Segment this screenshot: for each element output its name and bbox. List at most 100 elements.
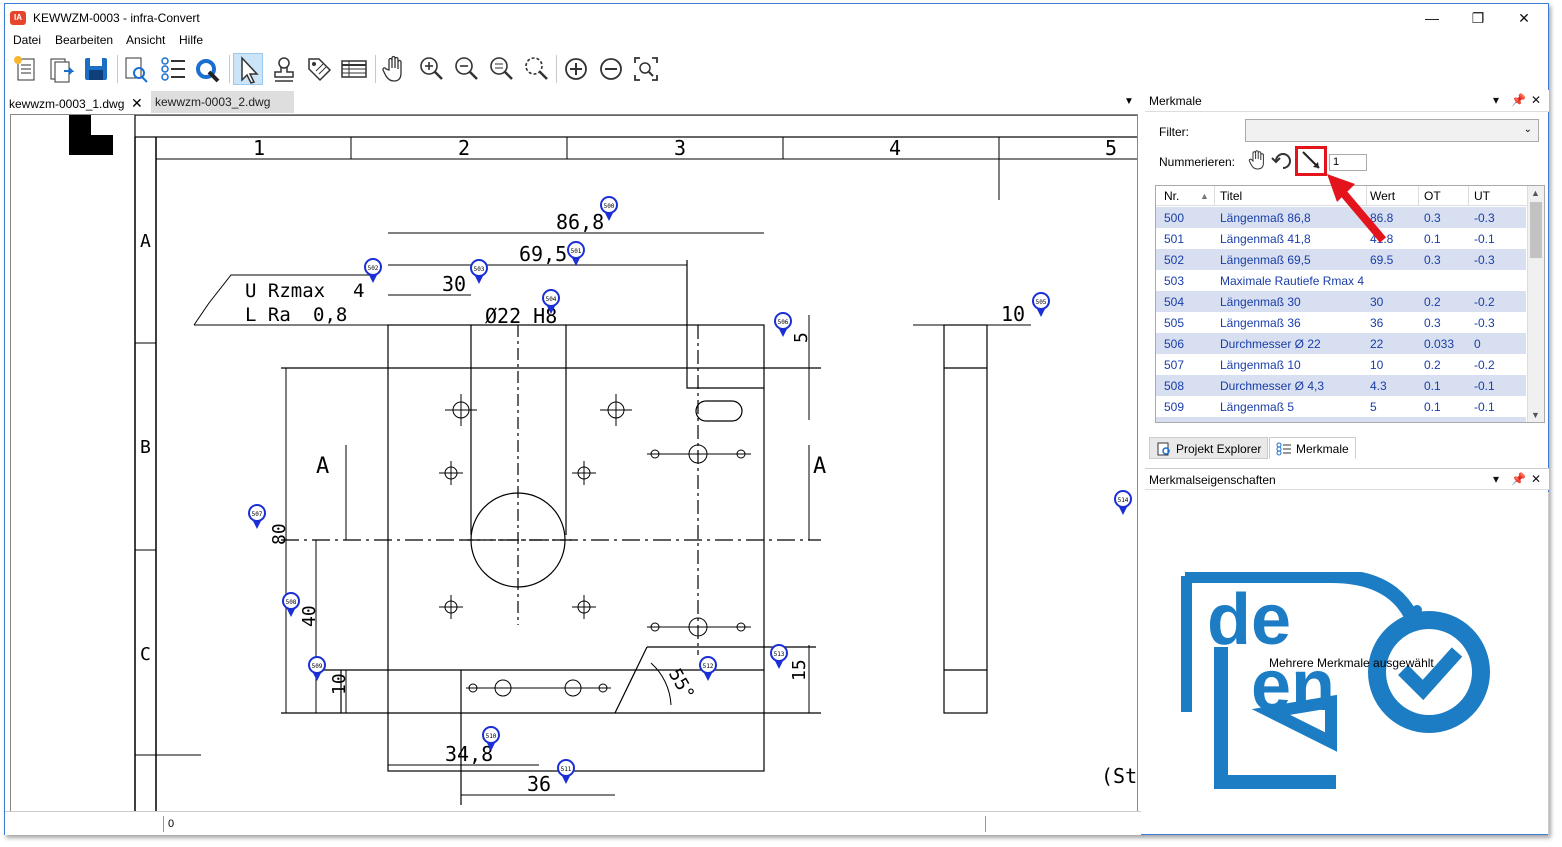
minimize-button[interactable]: — bbox=[1425, 10, 1439, 26]
zoom-extents-icon[interactable] bbox=[631, 53, 661, 85]
hand-pick-icon[interactable] bbox=[1245, 148, 1269, 172]
balloon-label: 512 bbox=[703, 663, 714, 670]
drawing-canvas[interactable]: 1 2 3 4 5 A B C bbox=[10, 114, 1138, 812]
maximize-button[interactable]: ❐ bbox=[1471, 10, 1485, 26]
row-label: A bbox=[140, 231, 151, 252]
tab-projekt-explorer[interactable]: Projekt Explorer bbox=[1149, 437, 1269, 459]
balloon-marker[interactable]: 506 bbox=[774, 312, 792, 337]
numbering-start-input[interactable]: 1 bbox=[1329, 154, 1367, 171]
cell-ot: 0.2 bbox=[1424, 421, 1441, 422]
zoom-fit-icon[interactable] bbox=[486, 53, 516, 85]
numbered-list-icon[interactable] bbox=[158, 53, 188, 85]
balloon-marker[interactable]: 503 bbox=[470, 259, 488, 284]
panel-close-icon[interactable]: ✕ bbox=[1531, 472, 1542, 486]
close-button[interactable]: ✕ bbox=[1518, 10, 1530, 26]
open-import-icon[interactable] bbox=[47, 53, 77, 85]
dimension-label: 36 bbox=[527, 772, 551, 796]
rotate-icon[interactable] bbox=[1271, 148, 1295, 172]
cell-ut: -0.2 bbox=[1474, 421, 1495, 422]
balloon-marker[interactable]: 500 bbox=[600, 196, 618, 221]
balloon-marker[interactable]: 502 bbox=[364, 258, 382, 283]
minus-circle-icon[interactable] bbox=[596, 53, 626, 85]
dimension-label: 10 bbox=[1001, 302, 1025, 326]
table-scrollbar[interactable]: ▲ ▼ bbox=[1527, 186, 1544, 422]
panel-dropdown-icon[interactable]: ▾ bbox=[1493, 93, 1500, 107]
tools-settings-icon[interactable] bbox=[193, 53, 223, 85]
close-tab-icon[interactable]: ✕ bbox=[131, 95, 143, 111]
column-header-nr[interactable]: Nr. bbox=[1164, 189, 1180, 203]
scroll-up-icon[interactable]: ▲ bbox=[1531, 188, 1540, 198]
cell-ut: -0.3 bbox=[1474, 253, 1495, 267]
balloon-marker[interactable]: 513 bbox=[770, 644, 788, 669]
filter-select[interactable]: ⌄ bbox=[1245, 119, 1539, 142]
panel-title: Merkmalseigenschaften bbox=[1149, 473, 1276, 487]
roughness-label: L Ra bbox=[245, 304, 291, 326]
column-label: 2 bbox=[458, 136, 470, 160]
inspect-document-icon[interactable] bbox=[121, 53, 151, 85]
balloon-label: 507 bbox=[252, 511, 263, 518]
balloon-marker[interactable]: 511 bbox=[557, 759, 575, 784]
app-window: IA KEWWZM-0003 - infra-Convert — ❐ ✕ Dat… bbox=[4, 3, 1549, 838]
zoom-out-icon[interactable] bbox=[451, 53, 481, 85]
balloon-marker[interactable]: 507 bbox=[248, 504, 266, 529]
menu-ansicht[interactable]: Ansicht bbox=[126, 33, 166, 47]
balloon-marker[interactable]: 505 bbox=[1032, 292, 1050, 317]
new-file-icon[interactable] bbox=[11, 53, 41, 85]
panel-close-icon[interactable]: ✕ bbox=[1531, 93, 1542, 107]
column-header-titel[interactable]: Titel bbox=[1220, 189, 1243, 203]
scroll-thumb[interactable] bbox=[1530, 202, 1542, 258]
balloon-marker[interactable]: 512 bbox=[699, 656, 717, 681]
scroll-down-icon[interactable]: ▼ bbox=[1531, 410, 1540, 420]
pin-icon[interactable]: 📌 bbox=[1511, 472, 1526, 486]
zoom-in-icon[interactable] bbox=[416, 53, 446, 85]
cell-ot: 0.1 bbox=[1424, 379, 1441, 393]
cell-ut: -0.2 bbox=[1474, 358, 1495, 372]
balloon-marker[interactable]: 508 bbox=[282, 592, 300, 617]
table-icon[interactable] bbox=[339, 53, 369, 85]
logo-text-bottom: en bbox=[1251, 646, 1335, 726]
pan-hand-icon[interactable] bbox=[380, 53, 410, 85]
tab-kewwzm-0003-2[interactable]: kewwzm-0003_2.dwg bbox=[151, 91, 294, 113]
stamp-icon[interactable] bbox=[269, 53, 299, 85]
balloon-marker[interactable]: 514 bbox=[1114, 490, 1132, 515]
column-label: 4 bbox=[889, 136, 901, 160]
zoom-window-icon[interactable] bbox=[521, 53, 551, 85]
column-header-ot[interactable]: OT bbox=[1424, 189, 1441, 203]
menu-datei[interactable]: Datei bbox=[13, 33, 42, 47]
pin-icon[interactable]: 📌 bbox=[1511, 93, 1526, 107]
cell-ut: -0.2 bbox=[1474, 295, 1495, 309]
balloon-marker[interactable]: 509 bbox=[308, 656, 326, 681]
balloon-marker[interactable]: 504 bbox=[542, 289, 560, 314]
tab-merkmale[interactable]: Merkmale bbox=[1269, 437, 1356, 459]
tab-kewwzm-0003-1[interactable]: kewwzm-0003_1.dwg ✕ bbox=[5, 91, 151, 113]
plus-circle-icon[interactable] bbox=[561, 53, 591, 85]
diagonal-line-icon[interactable] bbox=[1299, 148, 1323, 172]
menu-hilfe[interactable]: Hilfe bbox=[179, 33, 204, 47]
tag-icon[interactable] bbox=[304, 53, 334, 85]
panel-dropdown-icon[interactable]: ▾ bbox=[1493, 472, 1500, 486]
column-header-ut[interactable]: UT bbox=[1474, 189, 1490, 203]
select-pointer-icon[interactable] bbox=[233, 53, 263, 85]
save-icon[interactable] bbox=[81, 53, 111, 85]
sort-asc-icon: ▲ bbox=[1200, 191, 1209, 201]
title-bar: IA KEWWZM-0003 - infra-Convert — ❐ ✕ bbox=[5, 4, 1548, 32]
cell-ot: 0.2 bbox=[1424, 358, 1441, 372]
balloon-marker[interactable]: 501 bbox=[567, 241, 585, 266]
balloon-marker[interactable]: 510 bbox=[482, 726, 500, 751]
tab-label: kewwzm-0003_2.dwg bbox=[155, 95, 271, 109]
column-header-wert[interactable]: Wert bbox=[1370, 189, 1396, 203]
cell-nr: 504 bbox=[1164, 295, 1185, 309]
cell-wert: 10 bbox=[1370, 421, 1383, 422]
menu-bearbeiten[interactable]: Bearbeiten bbox=[55, 33, 114, 47]
tab-overflow-icon[interactable]: ▼ bbox=[1124, 96, 1134, 107]
